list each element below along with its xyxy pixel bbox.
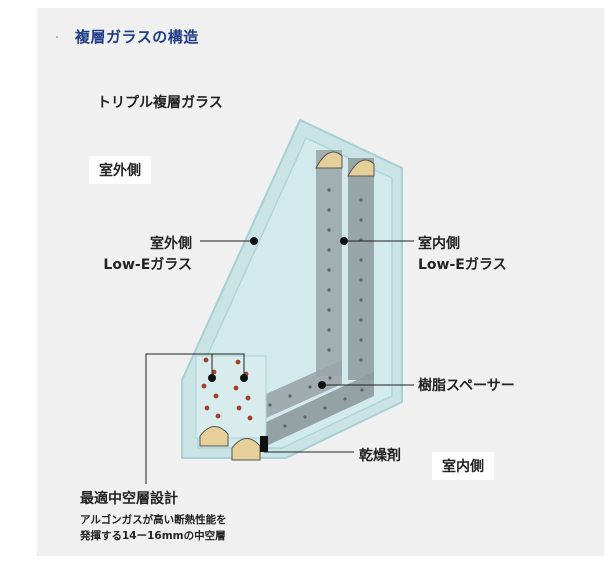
desiccant-label: 乾燥剤	[359, 448, 401, 464]
spacer-vertical-outer	[316, 150, 342, 376]
spacer-top-cap-outer	[315, 151, 343, 169]
spacer-label: 樹脂スペーサー	[418, 378, 515, 394]
diagram-subtitle: トリプル複層ガラス	[97, 95, 223, 111]
indoor-side-label: 室内側	[432, 452, 494, 480]
spacer-vertical-inner	[348, 158, 374, 380]
argon-gas-dots	[201, 357, 253, 421]
outdoor-lowe-label: 室外側 Low-Eガラス	[80, 234, 192, 276]
gap-desc-line1: アルゴンガスが高い断熱性能を	[80, 514, 227, 526]
page-title: 複層ガラスの構造	[75, 28, 199, 46]
leader-lines	[145, 240, 414, 484]
leader-dots	[208, 237, 348, 389]
outdoor-lowe-line1: 室外側	[150, 236, 192, 252]
outdoor-lowe-line2: Low-Eガラス	[103, 257, 192, 273]
gap-design-title: 最適中空層設計	[80, 491, 178, 507]
outdoor-side-label: 室外側	[89, 156, 151, 184]
gap-desc-line2: 発揮する14ー16mmの中空層	[80, 530, 226, 542]
spacer-top-cap-inner	[347, 159, 375, 177]
sealant-bar	[260, 436, 268, 452]
gap-design-description: アルゴンガスが高い断熱性能を 発揮する14ー16mmの中空層	[80, 512, 227, 544]
desiccant-cap-outer	[199, 426, 229, 447]
indoor-lowe-label: 室内側 Low-Eガラス	[418, 234, 507, 276]
header-bullet	[56, 36, 58, 38]
indoor-lowe-line1: 室内側	[418, 236, 460, 252]
spacer-horizontal-inner	[262, 372, 374, 448]
indoor-lowe-line2: Low-Eガラス	[418, 257, 507, 273]
bottom-edge-section	[195, 355, 267, 439]
desiccant-cap-inner	[231, 438, 261, 461]
